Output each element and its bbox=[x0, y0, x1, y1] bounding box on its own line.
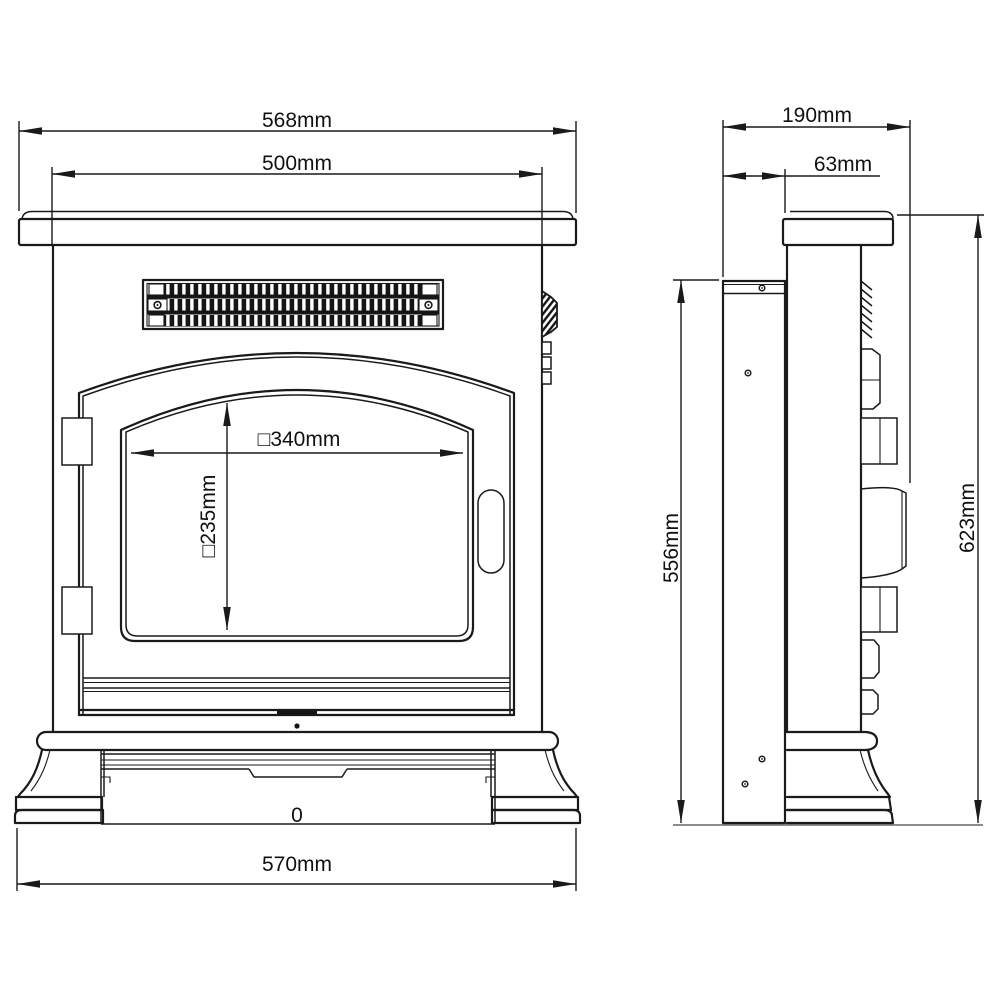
dimension-back-offset: 63mm bbox=[723, 153, 880, 213]
dim-label-base-width: 570mm bbox=[262, 853, 332, 876]
side-dimensions: 190mm 63mm 556mm 623mm bbox=[660, 104, 984, 823]
front-base bbox=[13, 730, 582, 825]
dimension-window-height: □235mm bbox=[197, 403, 231, 630]
dim-label-total-height: 623mm bbox=[956, 483, 979, 553]
side-louver-ticks bbox=[860, 280, 873, 339]
front-view bbox=[13, 210, 582, 825]
door-handle bbox=[477, 489, 505, 574]
heater-grille bbox=[141, 278, 445, 331]
dimension-total-height: 623mm bbox=[897, 214, 984, 823]
side-base bbox=[785, 730, 895, 825]
dim-label-top-width: 568mm bbox=[262, 109, 332, 132]
door-latch bbox=[277, 711, 317, 715]
dim-label-body-height: 556mm bbox=[660, 513, 683, 583]
drawer-mark: 0 bbox=[291, 804, 303, 827]
dimension-window-width: □340mm bbox=[131, 428, 463, 457]
door-window bbox=[119, 388, 475, 643]
side-mantel-top bbox=[781, 210, 895, 247]
dim-label-back-offset: 63mm bbox=[814, 153, 872, 176]
switches bbox=[541, 341, 552, 385]
side-front-details bbox=[860, 348, 907, 715]
front-screw-dot bbox=[294, 723, 300, 729]
control-knob bbox=[541, 289, 558, 339]
dimension-total-depth: 190mm bbox=[722, 104, 911, 483]
side-hinge-top bbox=[860, 417, 898, 465]
dimension-body-height: 556mm bbox=[660, 279, 719, 823]
stove-door bbox=[77, 351, 516, 729]
side-hinge-bottom bbox=[860, 586, 898, 633]
dimension-body-width: 500mm bbox=[51, 152, 543, 246]
dimension-base-width: 570mm bbox=[16, 828, 577, 891]
dim-label-body-width: 500mm bbox=[262, 152, 332, 175]
side-view bbox=[673, 210, 983, 826]
back-bracket bbox=[721, 279, 787, 825]
dim-label-window-width: □340mm bbox=[258, 428, 341, 451]
dim-label-total-depth: 190mm bbox=[782, 104, 852, 127]
dimension-top-width: 568mm bbox=[18, 109, 577, 213]
dim-label-window-height: □235mm bbox=[197, 475, 220, 558]
front-dimensions: 568mm 500mm □340mm □235mm bbox=[16, 109, 577, 891]
hinge-bottom bbox=[61, 586, 93, 635]
side-handle bbox=[860, 486, 907, 579]
hinge-top bbox=[61, 417, 93, 466]
front-mantel-top bbox=[17, 210, 578, 247]
